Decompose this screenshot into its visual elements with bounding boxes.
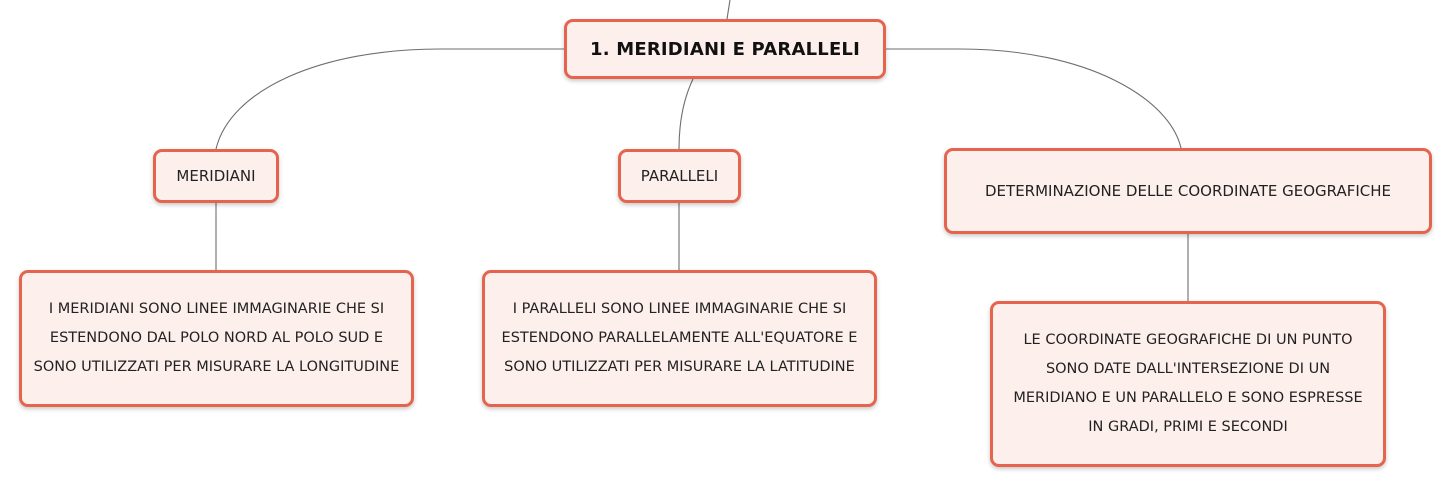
detail-node-meridiani[interactable]: I MERIDIANI SONO LINEE IMMAGINARIE CHE S… — [19, 270, 414, 407]
topic-node-coordinate[interactable]: DETERMINAZIONE DELLE COORDINATE GEOGRAFI… — [944, 148, 1432, 234]
topic-label-paralleli: PARALLELI — [640, 166, 719, 185]
topic-node-meridiani[interactable]: MERIDIANI — [153, 149, 279, 203]
connector-root-to-coordinate — [886, 48, 1182, 149]
connector-root-to-meridiani — [215, 48, 564, 150]
detail-node-paralleli[interactable]: I PARALLELI SONO LINEE IMMAGINARIE CHE S… — [482, 270, 877, 407]
topic-label-meridiani: MERIDIANI — [176, 166, 256, 185]
detail-text-meridiani: I MERIDIANI SONO LINEE IMMAGINARIE CHE S… — [33, 301, 400, 375]
topic-node-paralleli[interactable]: PARALLELI — [618, 149, 741, 203]
connector-parent-to-root — [726, 0, 731, 20]
connector-root-to-paralleli — [678, 78, 694, 150]
detail-node-coordinate[interactable]: LE COORDINATE GEOGRAFICHE DI UN PUNTO SO… — [990, 301, 1386, 467]
topic-label-coordinate: DETERMINAZIONE DELLE COORDINATE GEOGRAFI… — [985, 181, 1391, 200]
root-topic-label: 1. MERIDIANI E PARALLELI — [589, 38, 861, 60]
root-topic-node[interactable]: 1. MERIDIANI E PARALLELI — [564, 19, 886, 79]
detail-text-paralleli: I PARALLELI SONO LINEE IMMAGINARIE CHE S… — [501, 301, 858, 375]
detail-text-coordinate: LE COORDINATE GEOGRAFICHE DI UN PUNTO SO… — [1013, 332, 1363, 435]
